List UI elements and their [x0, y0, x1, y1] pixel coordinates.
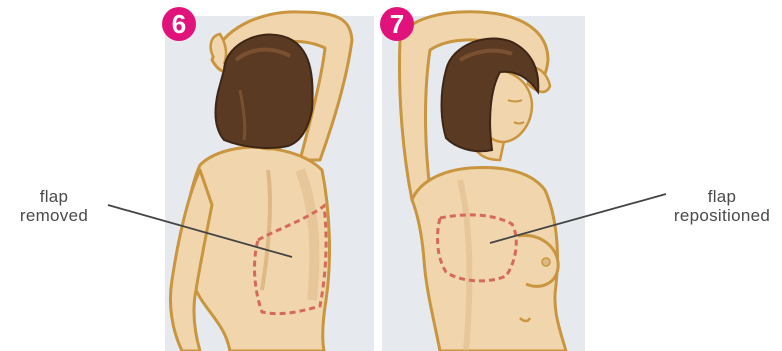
- step-7-badge: 7: [380, 7, 414, 41]
- label-flap-repositioned-line-2: repositioned: [666, 206, 778, 225]
- label-flap-repositioned-line-1: flap: [666, 187, 778, 206]
- label-flap-removed-line-1: flap: [6, 187, 102, 206]
- step-6-badge: 6: [162, 7, 196, 41]
- label-flap-removed-line-2: removed: [6, 206, 102, 225]
- label-flap-repositioned: flap repositioned: [666, 187, 778, 225]
- label-flap-removed: flap removed: [6, 187, 102, 225]
